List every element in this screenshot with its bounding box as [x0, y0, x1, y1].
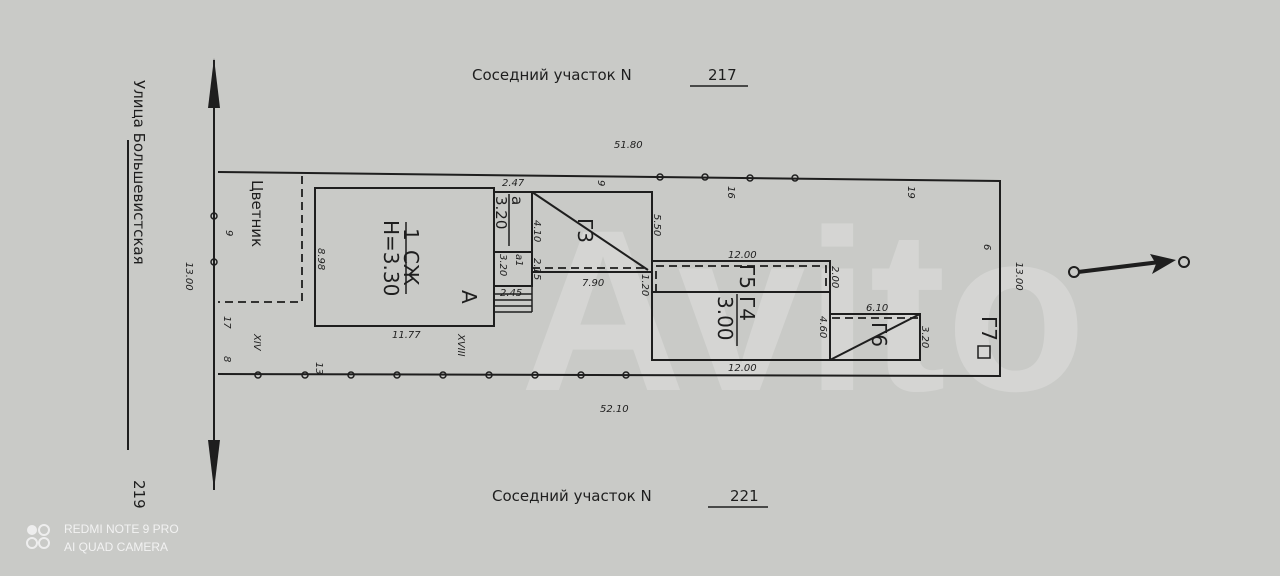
- building-g7: [977, 345, 991, 359]
- watermark: Avito: [520, 182, 1086, 439]
- fence-label: 19: [905, 186, 916, 199]
- dim-g3-length: 7.90: [582, 278, 604, 289]
- building-g3: [531, 191, 653, 273]
- fence-label: 9: [223, 230, 234, 236]
- flowerbed-label: Цветник: [248, 180, 266, 247]
- house-type: СЖ: [399, 250, 423, 286]
- porch-a-label: а: [508, 196, 526, 205]
- g5-dashed: [655, 265, 827, 292]
- dim-top: 51.80: [614, 140, 643, 151]
- neighbor-bottom: Соседний участок N 221: [492, 487, 768, 508]
- dim-right: 13.00: [1013, 262, 1024, 291]
- dim-porch-top: 2.47: [502, 178, 525, 189]
- steps: [494, 286, 533, 313]
- g6-label: Г6: [867, 322, 891, 347]
- camera-logo-icon: [26, 524, 50, 549]
- dim-porch-side: 4.10: [531, 220, 542, 242]
- neighbor-top-label: Соседний участок N: [472, 66, 632, 84]
- plot-boundary: [217, 171, 1001, 378]
- fence-label: 6: [981, 244, 992, 250]
- street-name: Улица Большевистская: [130, 80, 148, 265]
- fence-label: 8: [221, 356, 232, 362]
- fence-label: 17: [221, 316, 232, 329]
- street-number: 219: [130, 480, 148, 509]
- g7-label: Г7: [977, 316, 1001, 341]
- neighbor-top: Соседний участок N 217: [472, 66, 748, 87]
- porch-a1-label: а1: [513, 254, 524, 267]
- fence-posts: [210, 173, 799, 379]
- dim-g3-end: 1.20: [639, 274, 650, 296]
- house-height: Н=3.30: [379, 220, 403, 296]
- neighbor-bottom-label: Соседний участок N: [492, 487, 652, 505]
- dim-house-length: 11.77: [392, 330, 421, 341]
- dim-g4-bottom: 12.00: [728, 363, 757, 374]
- camera-line1: REDMI NOTE 9 PRO: [64, 522, 179, 536]
- fence-label: 13: [313, 362, 324, 375]
- dim-g5-width: 2.00: [829, 266, 840, 288]
- g5-label: Г5: [735, 264, 759, 289]
- building-g4: [651, 291, 831, 361]
- neighbor-top-number: 217: [708, 66, 737, 84]
- porch-a1: [493, 251, 533, 287]
- dim-g6-length: 6.10: [866, 303, 888, 314]
- dim-g3-side: 5.50: [651, 214, 662, 236]
- house-letter: А: [457, 290, 481, 304]
- porch-a-value: 3.20: [492, 196, 510, 229]
- camera-watermark: REDMI NOTE 9 PRO AI QUAD CAMERA: [26, 520, 179, 556]
- fence-label: XIV: [251, 333, 262, 352]
- fence-label: 9: [595, 180, 606, 186]
- camera-line2: AI QUAD CAMERA: [64, 540, 169, 554]
- neighbor-bottom-number: 221: [730, 487, 759, 505]
- g3-label: Г3: [573, 218, 597, 243]
- g4-label: Г4: [735, 296, 759, 321]
- dim-g4-side: 4.60: [817, 316, 828, 338]
- house-number: 1: [399, 228, 423, 241]
- g4-value: 3.00: [713, 296, 737, 341]
- dim-bottom: 52.10: [600, 404, 629, 415]
- building-g6: [829, 313, 921, 361]
- north-arrow-icon: [1068, 254, 1190, 278]
- dim-porch-small: 2.45: [500, 288, 522, 299]
- dim-g6-width: 3.20: [919, 326, 930, 348]
- porch-a1-value: 3.20: [497, 254, 508, 276]
- fence-label: XVIII: [455, 333, 466, 357]
- fence-label: 16: [725, 186, 736, 199]
- flowerbed-outline: [218, 176, 303, 303]
- dim-g5-length: 12.00: [728, 250, 757, 261]
- dim-house-width: 8.98: [315, 248, 326, 270]
- axis-arrow: [208, 58, 220, 490]
- dim-a1-side: 2.15: [531, 258, 542, 280]
- dim-left: 13.00: [183, 262, 194, 291]
